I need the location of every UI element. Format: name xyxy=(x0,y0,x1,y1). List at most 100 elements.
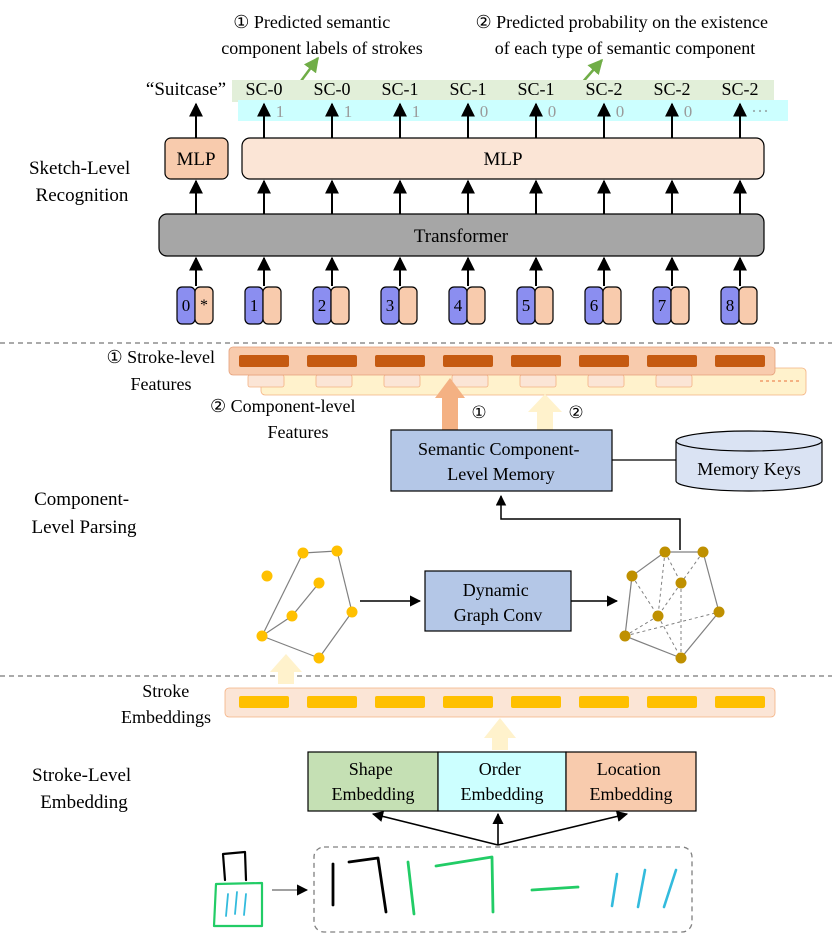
sc-label-row-background xyxy=(232,80,774,102)
output-graph-nodes xyxy=(619,546,725,664)
probability-value: 0 xyxy=(548,102,557,121)
order-embedding-label: Order Embedding xyxy=(461,759,544,804)
probability-row-background xyxy=(238,100,788,121)
component-feature-cells xyxy=(247,374,693,388)
location-embedding-box xyxy=(565,751,697,812)
probability-label-group: 1 1 1 0 0 0 0 xyxy=(276,102,693,121)
input-token: 0* xyxy=(176,286,214,325)
stroke-feature-cell xyxy=(443,355,493,367)
stroke-embedding-cell xyxy=(239,696,289,708)
token-index: 7 xyxy=(658,296,667,315)
stroke-feature-cell xyxy=(579,355,629,367)
section-label-sketch-level: Sketch-Level Recognition xyxy=(29,158,135,206)
stroke-feature-cells xyxy=(239,355,765,367)
input-token: 8 xyxy=(720,286,758,325)
probability-value: 0 xyxy=(480,102,489,121)
mlp-large-label: MLP xyxy=(483,149,522,170)
token-feature-half xyxy=(330,286,350,325)
component-feature-cell xyxy=(451,374,489,388)
mlp-small-label: MLP xyxy=(176,149,215,170)
stroke-feature-arrow-label: ① xyxy=(471,403,486,422)
embeddings-to-graph-arrow xyxy=(270,654,302,684)
token-index: 1 xyxy=(250,296,259,315)
token-marker: * xyxy=(200,297,208,314)
sc-label: SC-0 xyxy=(313,79,350,99)
input-token: 6 xyxy=(584,286,622,325)
token-index: 0 xyxy=(182,296,191,315)
token-index: 5 xyxy=(522,296,531,315)
stroke-level-features-label: ① Stroke-level Features xyxy=(106,347,219,394)
stroke-embeddings-label: Stroke Embeddings xyxy=(121,681,211,727)
annotation-predicted-probability: ② Predicted probability on the existence… xyxy=(475,12,772,58)
component-feature-arrow xyxy=(528,394,562,430)
location-embedding-label: Location Embedding xyxy=(590,759,673,804)
stroke-embedding-cell xyxy=(511,696,561,708)
sc-label: SC-1 xyxy=(381,79,418,99)
component-feature-cell xyxy=(315,374,353,388)
class-label: “Suitcase” xyxy=(146,79,226,100)
dynamic-graph-conv-block xyxy=(424,570,572,632)
memory-keys-cylinder xyxy=(675,430,823,492)
probability-value: 1 xyxy=(344,102,353,121)
stroke-embedding-cells xyxy=(239,696,765,708)
stroke-embedding-cell xyxy=(715,696,765,708)
semantic-memory-label: Semantic Component- Level Memory xyxy=(418,439,584,484)
input-token: 7 xyxy=(652,286,690,325)
stroke-embedding-cell xyxy=(579,696,629,708)
token-index: 3 xyxy=(386,296,395,315)
sc-label: SC-2 xyxy=(721,79,758,99)
stroke-feature-cell xyxy=(647,355,697,367)
section-label-component-level: Component- Level Parsing xyxy=(31,489,137,538)
component-feature-cell xyxy=(247,374,285,388)
stroke-decomposition-box xyxy=(313,846,693,933)
output-graph-dashed-edges xyxy=(624,551,720,659)
sc-label: SC-2 xyxy=(585,79,622,99)
input-graph-nodes xyxy=(256,545,358,664)
sc-label: SC-1 xyxy=(517,79,554,99)
component-feature-cell xyxy=(383,374,421,388)
input-token: 1 xyxy=(244,286,282,325)
probability-value: 0 xyxy=(684,102,693,121)
component-feature-cell xyxy=(655,374,693,388)
token-index: 6 xyxy=(590,296,599,315)
token-feature-half xyxy=(398,286,418,325)
sc-label: SC-2 xyxy=(653,79,690,99)
embedding-combine-arrow xyxy=(484,718,516,750)
stroke-fanout-arrows xyxy=(371,810,629,846)
stroke-embedding-cell xyxy=(443,696,493,708)
component-feature-cell xyxy=(587,374,625,388)
token-feature-half xyxy=(534,286,554,325)
token-feature-half xyxy=(738,286,758,325)
token-index: 8 xyxy=(726,296,735,315)
probability-value: 1 xyxy=(276,102,285,121)
stroke-feature-cell xyxy=(375,355,425,367)
sc-label: SC-1 xyxy=(449,79,486,99)
stroke-embedding-cell xyxy=(375,696,425,708)
input-token: 3 xyxy=(380,286,418,325)
mlp-large-block xyxy=(241,137,765,180)
output-graph xyxy=(624,551,720,659)
shape-embedding-label: Shape Embedding xyxy=(332,759,415,804)
input-graph xyxy=(261,550,353,659)
probability-value: 1 xyxy=(412,102,421,121)
token-feature-half xyxy=(194,286,214,325)
probability-value: 0 xyxy=(616,102,625,121)
stroke-feature-cell xyxy=(307,355,357,367)
token-index: 2 xyxy=(318,296,327,315)
token-feature-half xyxy=(670,286,690,325)
memory-keys-label: Memory Keys xyxy=(697,459,800,479)
suitcase-sketch-thumbnail xyxy=(212,850,264,928)
token-feature-half xyxy=(466,286,486,325)
stroke-feature-bar xyxy=(228,346,776,376)
transformer-label: Transformer xyxy=(414,226,509,247)
component-feature-arrow-label: ② xyxy=(568,403,583,422)
stroke-feature-arrow xyxy=(435,378,465,430)
probability-more-dots: ··· xyxy=(751,101,769,121)
token-index: 4 xyxy=(454,296,463,315)
token-feature-half xyxy=(602,286,622,325)
stroke-feature-cell xyxy=(511,355,561,367)
stroke-embeddings-bar xyxy=(224,687,776,718)
